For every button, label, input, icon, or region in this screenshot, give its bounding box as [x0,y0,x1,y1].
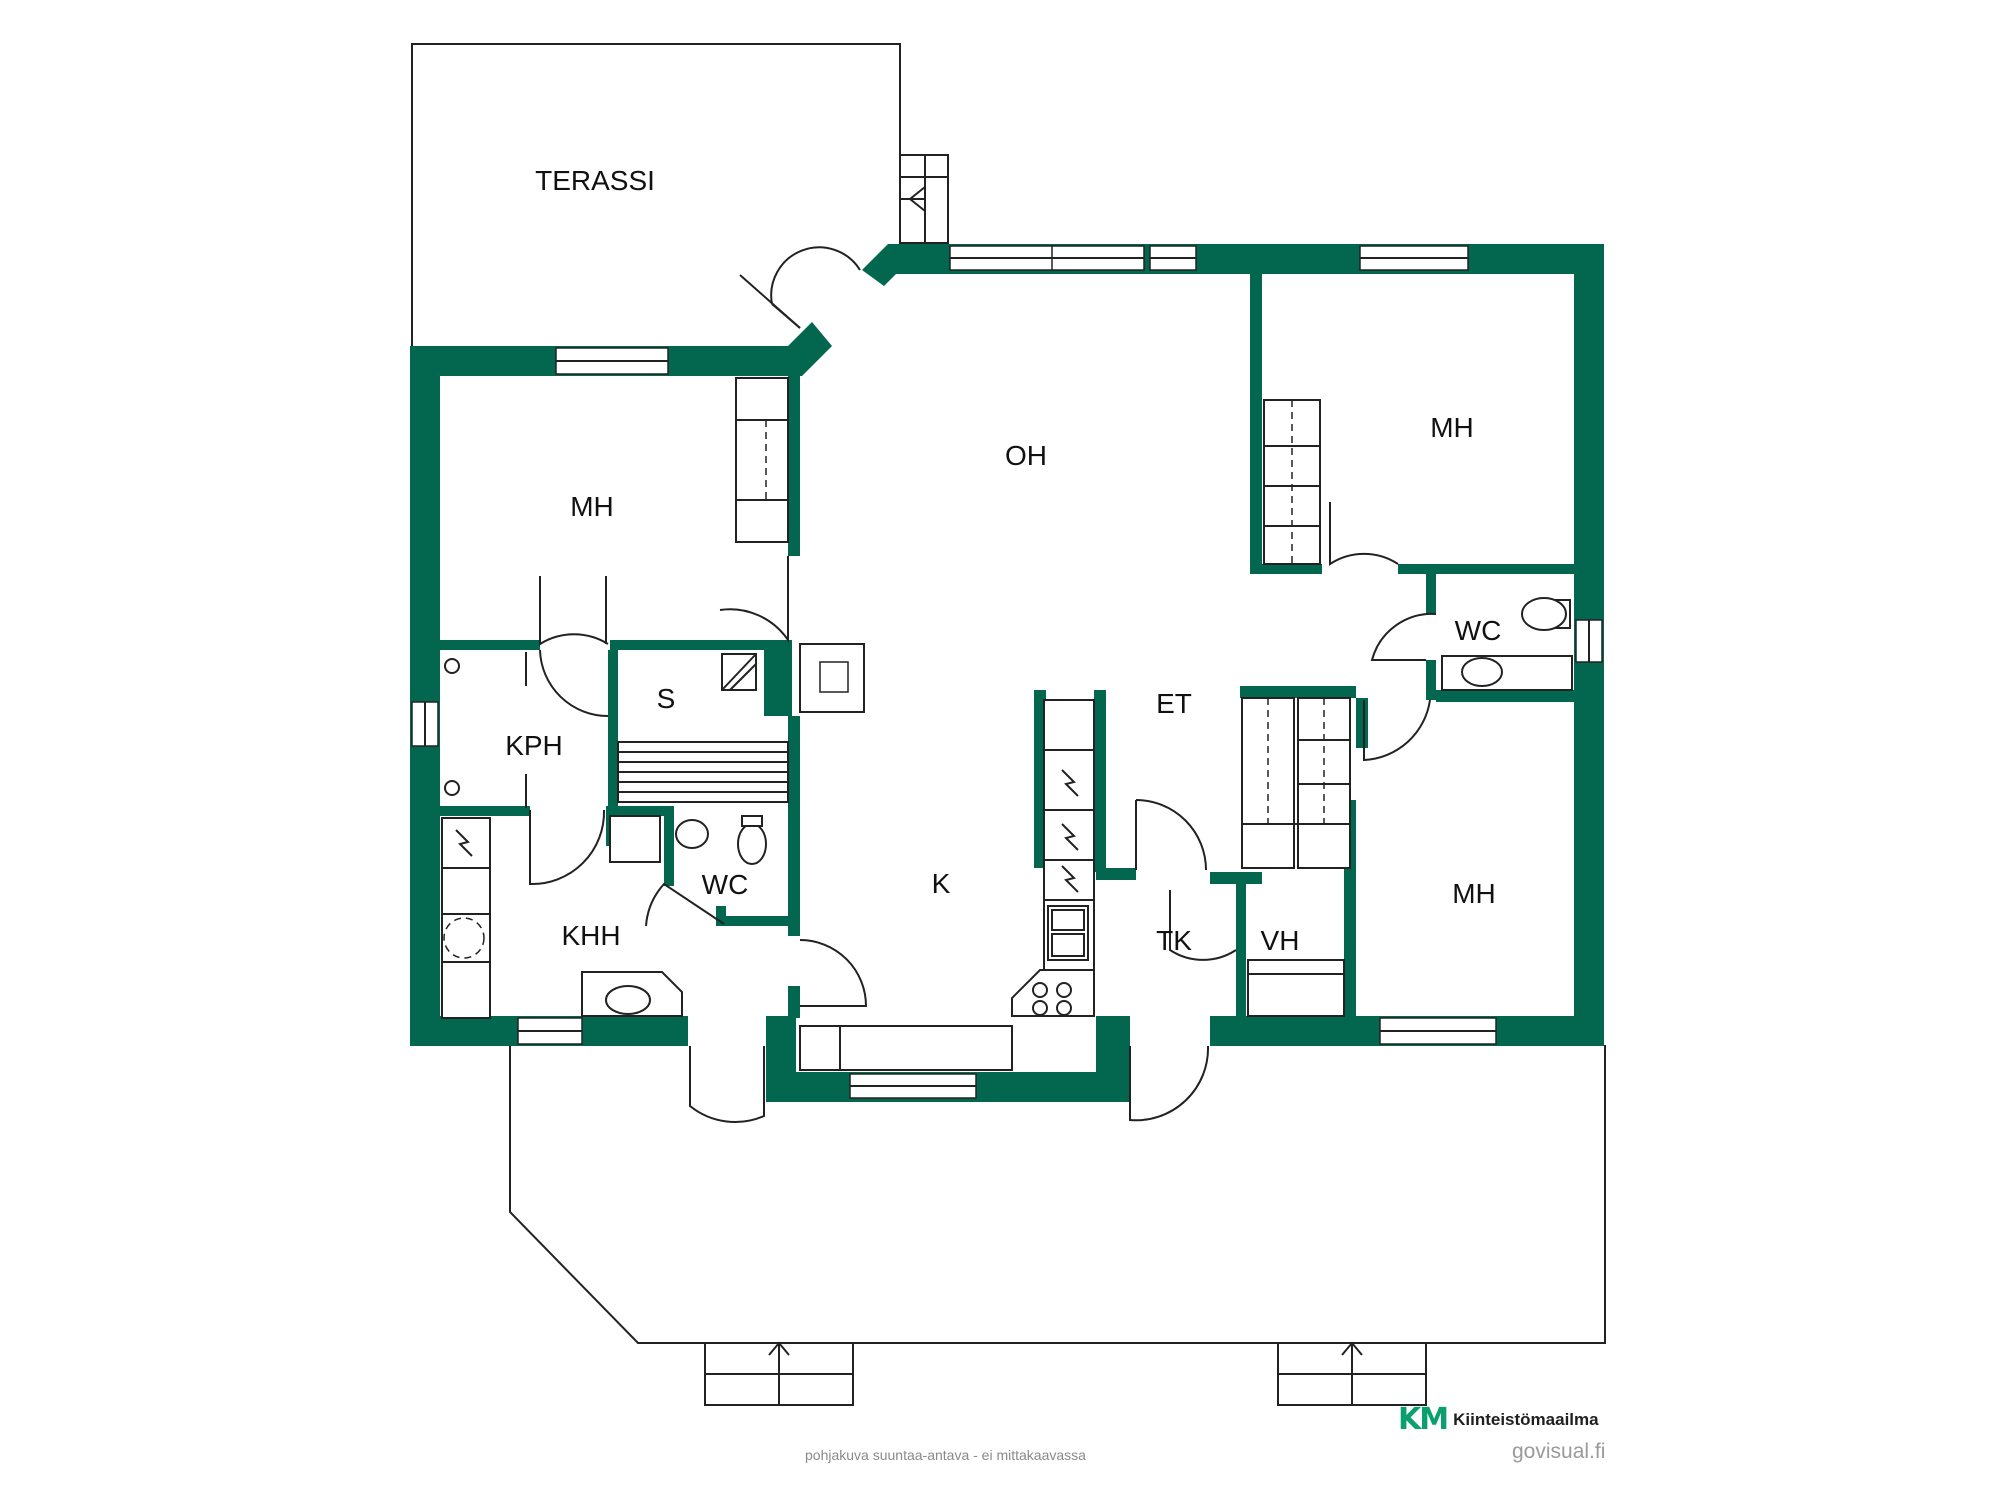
windows [411,245,1603,1099]
room-label-closet: VH [1261,925,1300,956]
website-text: govisual.fi [1512,1440,1606,1463]
room-label-living: OH [1005,440,1047,471]
doors [529,246,1437,1123]
room-label-wc-right: WC [1455,615,1502,646]
room-label-kitchen: K [932,868,951,899]
room-label-bathroom: KPH [505,730,563,761]
room-label-terrace: TERASSI [535,165,655,196]
room-label-bedroom-top-right: MH [1430,412,1474,443]
room-label-sauna: S [657,683,676,714]
terrace-outline [411,43,949,348]
disclaimer-text: pohjakuva suuntaa-antava - ei mittakaava… [805,1447,1086,1463]
room-label-tech-room: TK [1156,925,1192,956]
room-label-utility: KHH [561,920,620,951]
room-labels: TERASSI OH MH MH MH WC ET S KPH WC K KHH… [505,165,1501,956]
room-label-bedroom-bottom-right: MH [1452,878,1496,909]
fixtures [441,377,1573,1071]
room-label-bedroom-left: MH [570,491,614,522]
brand-logo: KM Kiinteistömaailma [1398,1405,1599,1435]
front-deck-outline [509,1045,1606,1406]
interior-walls [440,274,1574,1018]
room-label-hall: ET [1156,688,1192,719]
brand-mark: KM [1398,1402,1449,1437]
room-label-wc-left: WC [702,869,749,900]
brand-name: Kiinteistömaailma [1453,1410,1599,1429]
